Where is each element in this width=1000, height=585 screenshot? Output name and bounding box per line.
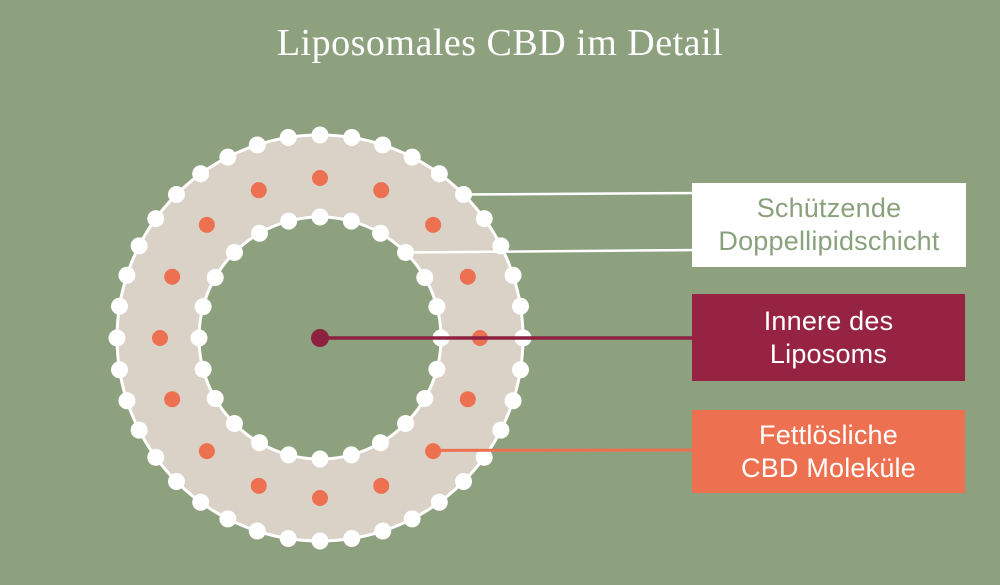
lipid-dot-outer	[279, 530, 297, 547]
lipid-dot-outer	[512, 361, 529, 379]
lipid-dot-outer	[475, 210, 493, 228]
lipid-dot-outer	[219, 510, 237, 528]
lipid-dot-outer	[343, 129, 361, 146]
cbd-molecule-dot	[164, 391, 181, 408]
lipid-dot-inner	[194, 360, 212, 378]
cbd-molecule-dot	[459, 391, 476, 408]
cbd-molecule-dot	[250, 182, 267, 199]
lipid-dot-outer	[248, 522, 266, 540]
lipid-dot-outer	[219, 148, 237, 166]
cbd-molecule-dot	[152, 330, 168, 346]
lipid-dot-outer	[455, 473, 473, 491]
lipid-dot-inner	[397, 243, 415, 261]
lipid-dot-inner	[251, 434, 268, 452]
lipid-dot-outer	[403, 148, 421, 166]
lipid-dot-outer	[130, 421, 148, 439]
lipid-dot-outer	[118, 392, 136, 410]
lipid-dot-inner	[194, 298, 212, 316]
lipid-dot-outer	[192, 493, 210, 511]
lipid-dot-outer	[167, 473, 185, 491]
lipid-dot-inner	[397, 415, 415, 433]
label-protective-bilayer-line2: Doppellipidschicht	[718, 226, 940, 256]
label-cbd-molecules: Fettlösliche CBD Moleküle	[692, 410, 965, 493]
lipid-dot-inner	[251, 224, 268, 242]
lipid-dot-outer	[111, 297, 128, 315]
lipid-dot-outer	[492, 237, 510, 255]
lipid-dot-inner	[225, 415, 243, 433]
lipid-dot-outer	[147, 448, 165, 466]
lipid-dot-inner	[206, 269, 224, 286]
lipid-dot-outer	[430, 493, 448, 511]
lipid-dot-inner	[416, 269, 434, 286]
lipid-dot-outer	[130, 237, 148, 255]
label-liposome-core-line2: Liposoms	[769, 338, 888, 369]
cbd-molecule-dot	[312, 490, 328, 506]
lipid-dot-outer	[374, 522, 392, 540]
page-title: Liposomales CBD im Detail	[276, 22, 724, 64]
cbd-molecule-dot	[198, 216, 215, 233]
leader-line-bilayer	[405, 248, 701, 254]
lipid-dot-outer	[475, 448, 493, 466]
cbd-molecule-dot	[198, 443, 215, 460]
lipid-dot-inner	[225, 243, 243, 261]
lipid-dot-outer	[504, 392, 522, 410]
cbd-molecule-dot	[373, 182, 390, 199]
label-protective-bilayer-line1: Schützende	[756, 193, 902, 223]
lipid-dot-outer	[192, 165, 210, 183]
label-liposome-core: Innere des Liposoms	[692, 294, 965, 381]
cbd-molecule-dot	[250, 477, 267, 494]
lipid-dot-outer	[374, 136, 392, 154]
lipid-dot-outer	[279, 129, 297, 146]
lipid-dot-outer	[343, 530, 361, 547]
label-cbd-molecules-line1: Fettlösliche	[759, 419, 898, 450]
cbd-molecule-dot	[312, 170, 328, 186]
lipid-dot-inner	[416, 390, 434, 407]
lipid-dot-outer	[167, 185, 185, 203]
lipid-dot-inner	[311, 450, 329, 468]
leader-line-bilayer	[463, 191, 701, 196]
cbd-molecule-dot	[164, 268, 181, 285]
lipid-dot-outer	[403, 510, 421, 528]
lipid-dot-outer	[248, 136, 266, 154]
cbd-molecule-dot	[459, 268, 476, 285]
lipid-dot-inner	[342, 212, 360, 230]
label-liposome-core-line1: Innere des	[763, 305, 894, 336]
cbd-molecule-dot	[373, 477, 390, 494]
lipid-dot-inner	[372, 224, 389, 242]
lipid-dot-inner	[311, 208, 329, 226]
lipid-dot-outer	[311, 532, 329, 550]
label-protective-bilayer: Schützende Doppellipidschicht	[692, 183, 966, 267]
lipid-dot-inner	[206, 390, 224, 407]
label-cbd-molecules-line2: CBD Moleküle	[741, 452, 916, 483]
lipid-dot-outer	[512, 297, 529, 315]
lipid-dot-outer	[430, 165, 448, 183]
lipid-dot-outer	[492, 421, 510, 439]
lipid-dot-inner	[342, 446, 360, 464]
lipid-dot-outer	[111, 361, 128, 379]
lipid-dot-outer	[311, 126, 329, 144]
lipid-dot-outer	[118, 266, 136, 284]
lipid-dot-inner	[280, 446, 298, 464]
lipid-dot-inner	[190, 329, 208, 347]
lipid-dot-inner	[280, 212, 298, 230]
lipid-dot-inner	[428, 298, 446, 316]
cbd-molecule-dot	[425, 216, 442, 233]
lipid-dot-inner	[372, 434, 389, 452]
lipid-dot-outer	[504, 266, 522, 284]
lipid-dot-outer	[147, 210, 165, 228]
lipid-dot-inner	[428, 360, 446, 378]
lipid-dot-outer	[108, 329, 126, 347]
